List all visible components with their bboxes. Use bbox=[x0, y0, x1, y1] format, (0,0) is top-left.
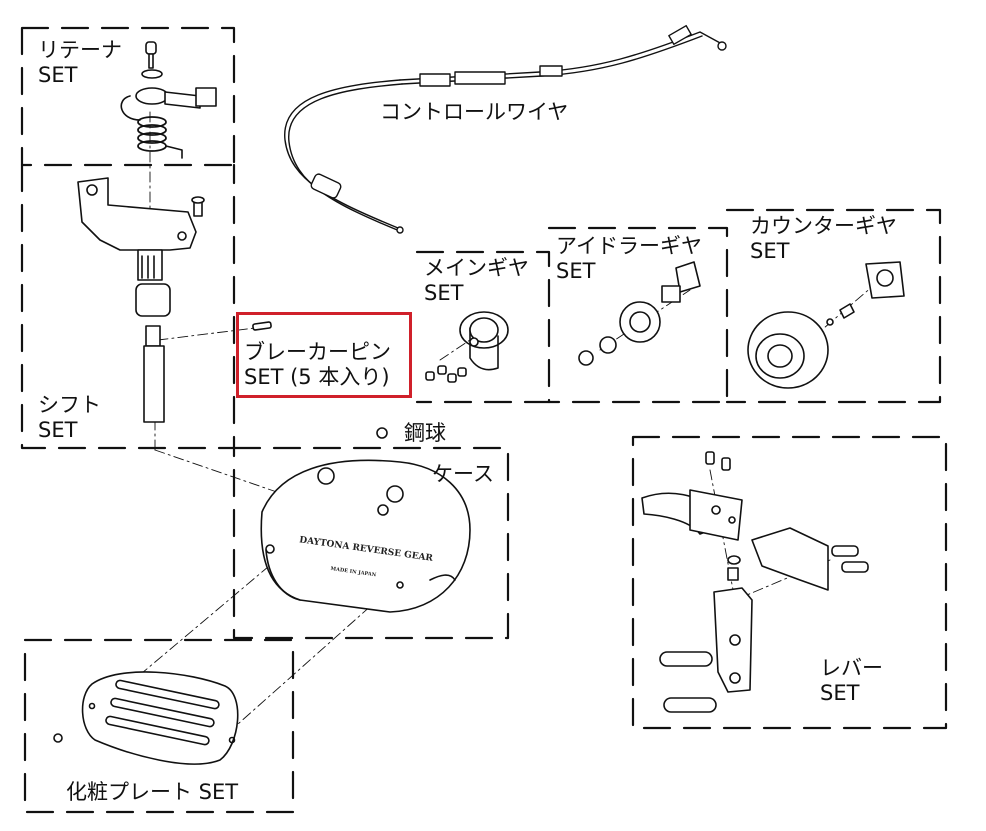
shift-part bbox=[77, 177, 205, 423]
label-lever-set: SET bbox=[820, 681, 860, 705]
label-shift-name: シフト bbox=[38, 393, 101, 417]
breaker-pin-part bbox=[252, 321, 272, 331]
label-retainer-set: SET bbox=[38, 63, 78, 87]
main-gear-part bbox=[425, 311, 509, 383]
label-retainer: リテーナ SET bbox=[38, 38, 122, 88]
box-case bbox=[232, 446, 510, 640]
label-retainer-name: リテーナ bbox=[38, 38, 122, 62]
breaker-pin-highlight bbox=[236, 312, 412, 398]
label-control-wire: コントロールワイヤ bbox=[380, 100, 569, 124]
label-breaker-pin-set: SET (5 本入り) bbox=[244, 365, 390, 389]
label-main-gear-name: メインギヤ bbox=[424, 256, 529, 280]
label-idler-gear-set: SET bbox=[556, 259, 596, 283]
box-main-gear bbox=[415, 250, 551, 404]
retainer-part bbox=[120, 41, 217, 159]
counter-gear-part bbox=[747, 261, 905, 389]
label-cosmetic-plate: 化粧プレート SET bbox=[66, 780, 239, 804]
label-shift: シフト SET bbox=[38, 393, 101, 443]
assembly-lines bbox=[109, 111, 881, 741]
box-counter-gear bbox=[725, 208, 942, 404]
label-main-gear-set: SET bbox=[424, 281, 464, 305]
label-idler-gear-name: アイドラーギヤ bbox=[556, 234, 702, 258]
cosmetic-plate-part bbox=[53, 671, 239, 765]
control-wire-part bbox=[284, 24, 727, 234]
label-steel-ball: 鋼球 bbox=[404, 421, 446, 445]
label-counter-gear-set: SET bbox=[750, 239, 790, 263]
label-lever: レバー SET bbox=[820, 656, 883, 706]
label-breaker-pin-name: ブレーカーピン bbox=[244, 340, 391, 364]
label-counter-gear: カウンターギヤ SET bbox=[750, 214, 897, 264]
box-lever bbox=[631, 435, 948, 730]
label-main-gear: メインギヤ SET bbox=[424, 256, 529, 306]
label-case: ケース bbox=[432, 462, 494, 486]
box-shift bbox=[20, 163, 236, 450]
label-lever-name: レバー bbox=[820, 656, 883, 680]
steel-ball-part bbox=[376, 427, 388, 439]
label-idler-gear: アイドラーギヤ SET bbox=[556, 234, 702, 284]
label-counter-gear-name: カウンターギヤ bbox=[750, 214, 897, 238]
lever-part bbox=[641, 451, 869, 713]
label-shift-set: SET bbox=[38, 418, 78, 442]
box-cosmetic-plate bbox=[23, 638, 295, 814]
case-part: DAYTONA REVERSE GEAR MADE IN JAPAN bbox=[260, 459, 471, 613]
label-breaker-pin: ブレーカーピン SET (5 本入り) bbox=[244, 340, 391, 390]
box-idler-gear bbox=[547, 226, 729, 404]
group-boxes bbox=[20, 26, 948, 814]
idler-gear-part bbox=[578, 261, 701, 366]
